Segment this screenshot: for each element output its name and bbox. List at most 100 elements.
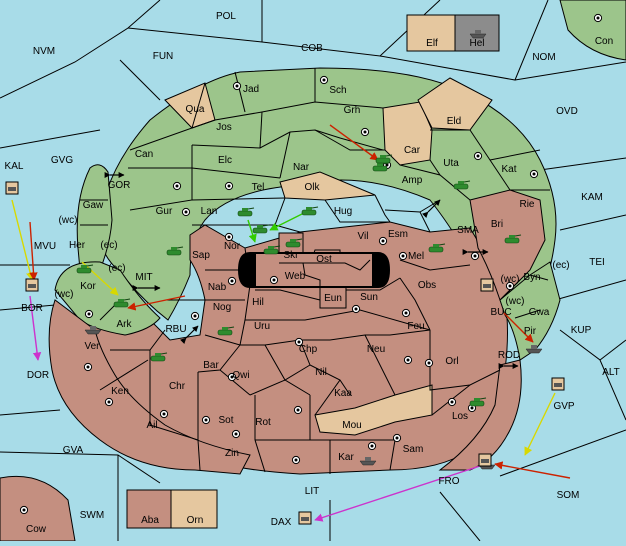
land-label-car: Car — [404, 145, 421, 156]
land-label-aba: Aba — [141, 515, 159, 526]
land-label-sch: Sch — [329, 85, 346, 96]
region-aba[interactable] — [126, 489, 172, 529]
army-icon[interactable] — [252, 224, 270, 234]
supply-center-icon — [473, 151, 483, 161]
land-label-con: Con — [595, 36, 613, 47]
army-icon[interactable] — [113, 298, 131, 308]
army-icon[interactable] — [166, 246, 184, 256]
army-icon[interactable] — [285, 238, 303, 248]
land-label-ark: Ark — [117, 319, 133, 330]
fleet-icon[interactable] — [525, 345, 543, 354]
land-label-uru: Uru — [254, 321, 270, 332]
coast-tag-ec-kor: (ec) — [108, 263, 125, 274]
army-icon[interactable] — [453, 180, 471, 190]
coast-tag-wc-kor: (wc) — [55, 289, 74, 300]
supply-center-icon — [227, 372, 237, 382]
sea-label-buc: BUC — [490, 307, 511, 318]
sea-label-gvg: GVG — [51, 155, 73, 166]
land-label-hug: Hug — [334, 206, 352, 217]
supply-center-icon — [224, 232, 234, 242]
land-label-pir: Pir — [524, 326, 537, 337]
supply-center-icon — [232, 81, 242, 91]
land-label-gwa: Gwa — [529, 307, 550, 318]
land-label-web: Web — [285, 271, 306, 282]
sea-label-cob: COB — [301, 43, 323, 54]
supply-center-icon — [529, 169, 539, 179]
land-label-eun: Eun — [324, 293, 342, 304]
region-elf[interactable] — [406, 14, 456, 52]
supply-center-icon — [227, 276, 237, 286]
passage-arrows — [104, 172, 519, 369]
flag-icon[interactable] — [25, 278, 39, 292]
land-label-jos: Jos — [216, 122, 232, 133]
army-icon[interactable] — [469, 397, 487, 407]
fleet-icon[interactable] — [359, 457, 377, 466]
land-label-los: Los — [452, 411, 468, 422]
land-label-sun: Sun — [360, 292, 378, 303]
landmass-west-arm — [76, 164, 113, 271]
land-label-sap: Sap — [192, 250, 210, 261]
supply-center-icon — [269, 275, 279, 285]
sea-label-gvp: GVP — [553, 401, 574, 412]
land-label-gaw: Gaw — [83, 200, 104, 211]
army-icon[interactable] — [237, 207, 255, 217]
army-icon[interactable] — [504, 234, 522, 244]
land-label-kat: Kat — [501, 164, 516, 175]
land-label-neu: Neu — [367, 344, 385, 355]
region-orn[interactable] — [170, 489, 218, 529]
land-label-eld: Eld — [447, 116, 461, 127]
land-label-nog: Nog — [213, 302, 231, 313]
region-cow[interactable] — [0, 475, 76, 542]
coast-tag-wc-byn: (wc) — [501, 274, 520, 285]
army-icon[interactable] — [428, 243, 446, 253]
flag-icon[interactable] — [5, 181, 19, 195]
army-icon[interactable] — [217, 326, 235, 336]
supply-center-icon — [159, 409, 169, 419]
sea-label-fro: FRO — [438, 476, 459, 487]
supply-center-icon — [201, 415, 211, 425]
fleet-icon[interactable] — [469, 30, 487, 39]
supply-center-icon — [424, 358, 434, 368]
supply-center-icon — [172, 181, 182, 191]
flag-icon[interactable] — [480, 278, 494, 292]
fleet-icon[interactable] — [84, 326, 102, 335]
sea-label-nvm: NVM — [33, 46, 55, 57]
land-label-obs: Obs — [418, 280, 436, 291]
land-label-nab: Nab — [208, 282, 227, 293]
units — [5, 30, 565, 525]
land-label-hel: Hel — [469, 38, 484, 49]
army-icon[interactable] — [301, 206, 319, 216]
army-icon[interactable] — [263, 245, 281, 255]
sea-label-bor: BOR — [21, 303, 43, 314]
supply-center-icon — [470, 251, 480, 261]
supply-center-icon — [403, 355, 413, 365]
sea-label-alt: ALT — [602, 367, 620, 378]
land-label-elf: Elf — [426, 38, 438, 49]
army-icon[interactable] — [150, 352, 168, 362]
supply-center-icon — [83, 362, 93, 372]
flag-icon[interactable] — [298, 511, 312, 525]
coast-tag-ec-byn: (ec) — [552, 260, 569, 271]
flag-icon[interactable] — [551, 377, 565, 391]
supply-center-icon — [378, 236, 388, 246]
land-label-qwi: Qwi — [232, 370, 249, 381]
land-label-orn: Orn — [187, 515, 204, 526]
land-label-her: Her — [69, 240, 86, 251]
flag-icon[interactable] — [478, 453, 492, 467]
sea-label-sma: SMA — [457, 225, 479, 236]
order-arrows — [11, 124, 571, 522]
land-label-sot: Sot — [218, 415, 233, 426]
army-icon[interactable] — [76, 264, 94, 274]
land-label-gur: Gur — [156, 206, 173, 217]
land-label-esm: Esm — [388, 229, 408, 240]
land-label-chr: Chr — [169, 381, 186, 392]
land-label-kor: Kor — [80, 281, 96, 292]
sea-label-kup: KUP — [571, 325, 592, 336]
land-label-kar: Kar — [338, 452, 354, 463]
sea-label-lit: LIT — [305, 486, 319, 497]
army-icon[interactable] — [375, 154, 393, 164]
supply-center-icon — [351, 304, 361, 314]
